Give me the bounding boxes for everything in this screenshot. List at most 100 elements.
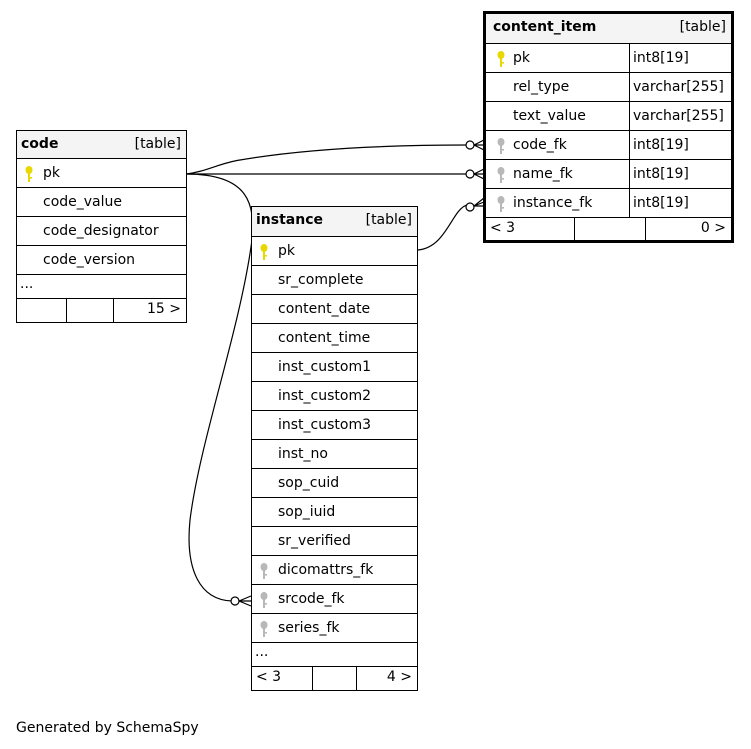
column-name: inst_no: [278, 446, 328, 462]
column-name: code_designator: [43, 223, 159, 239]
column-name: inst_custom1: [278, 359, 372, 375]
column-row: sr_complete: [252, 266, 417, 295]
column-row: pk: [17, 159, 186, 188]
column-name: text_value: [513, 108, 586, 124]
column-row: rel_type varchar[255]: [486, 73, 731, 102]
table-header: code [table]: [17, 131, 186, 159]
column-row: text_value varchar[255]: [486, 102, 731, 131]
column-row: pk: [252, 237, 417, 266]
column-name: inst_custom2: [278, 388, 372, 404]
column-datatype: varchar[255]: [629, 102, 731, 130]
edge-end-circle: [230, 596, 240, 606]
edge-crowfoot: [473, 197, 485, 207]
column-name: instance_fk: [513, 195, 593, 211]
foreign-key-icon: [258, 620, 270, 638]
column-row: sr_verified: [252, 527, 417, 556]
foreign-key-icon: [495, 195, 507, 213]
column-name: code_value: [43, 194, 123, 210]
column-datatype: int8[19]: [629, 131, 731, 159]
foreign-key-icon: [495, 137, 507, 155]
table-footer: < 3 4 >: [252, 667, 417, 690]
table-code[interactable]: code [table] pk code_value code_designator…: [16, 130, 187, 323]
edge-code-to-instance-srcode-fk: [185, 173, 254, 602]
primary-key-icon: [495, 50, 507, 68]
column-row: sop_iuid: [252, 498, 417, 527]
column-row: name_fk int8[19]: [486, 160, 731, 189]
more-columns-indicator: ...: [255, 644, 269, 660]
column-name: inst_custom3: [278, 417, 372, 433]
edge-end-circle: [465, 202, 475, 212]
edge-crowfoot: [473, 139, 485, 151]
column-name: dicomattrs_fk: [278, 562, 374, 578]
footer-divider: [312, 667, 313, 690]
column-name: code_version: [43, 252, 136, 268]
table-header: instance [table]: [252, 207, 417, 237]
primary-key-icon: [258, 243, 270, 261]
generated-by-caption: Generated by SchemaSpy: [16, 720, 199, 736]
more-columns-row: ...: [17, 275, 186, 299]
edge-crowfoot: [238, 595, 252, 607]
column-name: sr_verified: [278, 533, 351, 549]
table-footer: < 3 0 >: [486, 218, 731, 240]
edge-end-circle: [465, 169, 475, 179]
column-name: content_date: [278, 301, 371, 317]
foreign-key-icon: [495, 166, 507, 184]
edge-crowfoot: [473, 168, 485, 180]
more-columns-row: ...: [252, 643, 417, 667]
column-row: dicomattrs_fk: [252, 556, 417, 585]
column-row: inst_no: [252, 440, 417, 469]
column-row: inst_custom2: [252, 382, 417, 411]
column-datatype: varchar[255]: [629, 73, 731, 101]
column-name: content_time: [278, 330, 371, 346]
footer-children: 15 >: [147, 301, 181, 317]
column-name: sr_complete: [278, 272, 364, 288]
more-columns-indicator: ...: [20, 276, 34, 292]
column-row: inst_custom1: [252, 353, 417, 382]
column-row: content_date: [252, 295, 417, 324]
table-type: [table]: [679, 19, 726, 35]
column-name: sop_iuid: [278, 504, 336, 520]
column-row: content_time: [252, 324, 417, 353]
column-row: srcode_fk: [252, 585, 417, 614]
column-name: pk: [43, 165, 60, 181]
footer-divider: [645, 218, 646, 240]
column-name: srcode_fk: [278, 591, 345, 607]
footer-parents: < 3: [256, 669, 282, 685]
column-row: inst_custom3: [252, 411, 417, 440]
column-name: series_fk: [278, 620, 340, 636]
table-header: content_item [table]: [486, 14, 731, 44]
table-footer: 15 >: [17, 299, 186, 322]
column-name: code_fk: [513, 137, 567, 153]
footer-divider: [574, 218, 575, 240]
column-row: sop_cuid: [252, 469, 417, 498]
column-row: code_version: [17, 246, 186, 275]
foreign-key-icon: [258, 591, 270, 609]
table-name: content_item: [493, 19, 597, 35]
footer-divider: [356, 667, 357, 690]
footer-divider: [66, 299, 67, 322]
edge-code-to-content-item-code-fk: [185, 144, 469, 175]
edge-instance-to-content-item-instance-fk: [417, 204, 469, 251]
footer-children: 4 >: [386, 669, 412, 685]
column-datatype: int8[19]: [629, 44, 731, 72]
column-row: code_value: [17, 188, 186, 217]
column-name: rel_type: [513, 79, 570, 95]
table-type: [table]: [365, 212, 412, 228]
table-instance[interactable]: instance [table] pk sr_complete content_da…: [251, 206, 418, 691]
column-row: code_fk int8[19]: [486, 131, 731, 160]
table-type: [table]: [134, 136, 181, 152]
column-datatype: int8[19]: [629, 189, 731, 217]
edge-end-circle: [465, 140, 475, 150]
table-name: instance: [256, 212, 323, 228]
column-row: series_fk: [252, 614, 417, 643]
column-name: sop_cuid: [278, 475, 340, 491]
table-name: code: [21, 136, 59, 152]
column-row: instance_fk int8[19]: [486, 189, 731, 218]
column-name: name_fk: [513, 166, 573, 182]
footer-parents: < 3: [490, 220, 516, 236]
column-datatype: int8[19]: [629, 160, 731, 188]
primary-key-icon: [23, 165, 35, 183]
